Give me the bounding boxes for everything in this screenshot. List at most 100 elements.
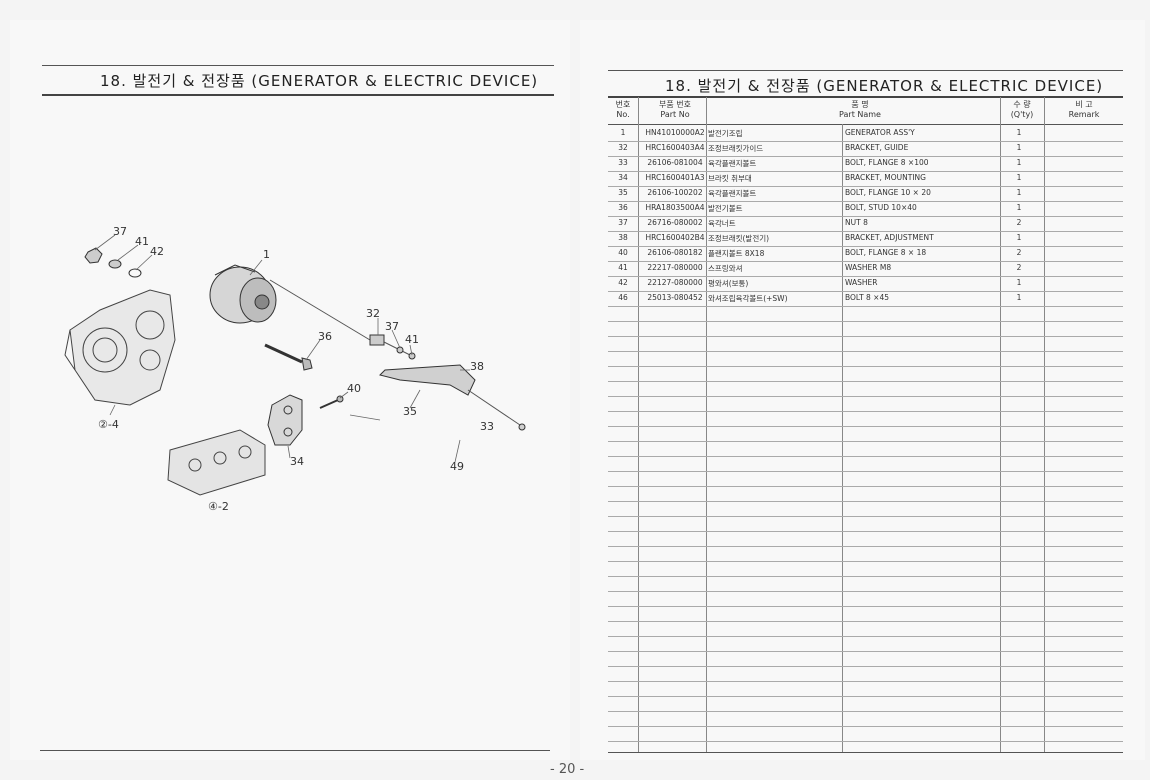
row-rule <box>608 351 1123 352</box>
row-rule <box>608 516 1123 517</box>
row-rule <box>608 681 1123 682</box>
gear-case-drawing <box>64 289 176 406</box>
callout-cylinder-head: ④-2 <box>208 500 229 513</box>
row-rule <box>608 396 1123 397</box>
row-rule <box>608 651 1123 652</box>
row-rule <box>608 321 1123 322</box>
nut-washer-drawing <box>84 247 142 278</box>
callout-41b: 41 <box>405 333 419 346</box>
callout-49: 49 <box>450 460 464 473</box>
col-divider <box>1000 97 1001 752</box>
exploded-parts-diagram: 37 41 42 1 32 37 41 36 38 40 35 33 34 49… <box>64 225 526 513</box>
col-divider <box>638 97 639 752</box>
row-rule <box>608 291 1123 292</box>
callout-38: 38 <box>470 360 484 373</box>
row-rule <box>608 276 1123 277</box>
page-number: - 20 - <box>550 762 585 777</box>
row-rule <box>608 591 1123 592</box>
row-rule <box>608 696 1123 697</box>
callout-32: 32 <box>366 307 380 320</box>
row-rule <box>608 546 1123 547</box>
callout-37b: 37 <box>385 320 399 333</box>
leader-lines <box>94 234 470 463</box>
flange-bolt-drawing <box>319 395 344 409</box>
adjust-bracket-drawing <box>379 364 526 431</box>
row-rule <box>608 621 1123 622</box>
right-page-title: 18. 발전기 & 전장품 (GENERATOR & ELECTRIC DEVI… <box>665 77 1104 95</box>
row-rule <box>608 666 1123 667</box>
row-rule <box>608 561 1123 562</box>
row-rule <box>608 486 1123 487</box>
row-rule <box>608 366 1123 367</box>
row-rule <box>608 726 1123 727</box>
row-rule <box>608 741 1123 742</box>
row-rule <box>608 216 1123 217</box>
generator-drawing <box>209 264 277 324</box>
row-rule <box>608 381 1123 382</box>
row-rule <box>608 201 1123 202</box>
callout-33: 33 <box>480 420 494 433</box>
left-page-title: 18. 발전기 & 전장품 (GENERATOR & ELECTRIC DEVI… <box>100 72 539 90</box>
callout-40: 40 <box>347 382 361 395</box>
row-rule <box>608 261 1123 262</box>
row-rule <box>608 171 1123 172</box>
row-rule <box>608 531 1123 532</box>
cylinder-head-drawing <box>167 429 266 496</box>
callout-gear-case: ②-4 <box>98 418 119 431</box>
row-rule <box>608 636 1123 637</box>
row-rule <box>608 411 1123 412</box>
col-divider <box>1044 97 1045 752</box>
header-qty: 수 량(Q'ty) <box>1010 100 1034 119</box>
row-rule <box>608 606 1123 607</box>
header-bottom-rule <box>608 124 1123 125</box>
row-rule <box>608 426 1123 427</box>
callout-41: 41 <box>135 235 149 248</box>
row-rule <box>608 471 1123 472</box>
row-rule <box>608 246 1123 247</box>
row-rule <box>608 306 1123 307</box>
title-top-rule <box>42 65 554 66</box>
right-title-top-rule <box>608 70 1123 71</box>
left-bottom-rule <box>40 750 550 751</box>
row-rule <box>608 336 1123 337</box>
col-divider <box>706 97 707 752</box>
callout-42: 42 <box>150 245 164 258</box>
row-rule <box>608 441 1123 442</box>
stud-bolt-drawing <box>264 343 313 371</box>
callout-34: 34 <box>290 455 304 468</box>
row-rule <box>608 501 1123 502</box>
row-rule <box>608 576 1123 577</box>
row-rule <box>608 156 1123 157</box>
callout-37: 37 <box>113 225 127 238</box>
callout-1: 1 <box>263 248 270 261</box>
mounting-bracket-drawing <box>267 394 303 446</box>
row-rule <box>608 231 1123 232</box>
row-rule <box>608 141 1123 142</box>
row-rule <box>608 456 1123 457</box>
table-bottom-rule <box>608 752 1123 753</box>
callout-36: 36 <box>318 330 332 343</box>
row-rule <box>608 711 1123 712</box>
callout-35: 35 <box>403 405 417 418</box>
title-bottom-rule <box>42 94 554 96</box>
col-divider <box>842 124 843 752</box>
row-rule <box>608 186 1123 187</box>
right-title-bottom-rule <box>608 96 1123 98</box>
